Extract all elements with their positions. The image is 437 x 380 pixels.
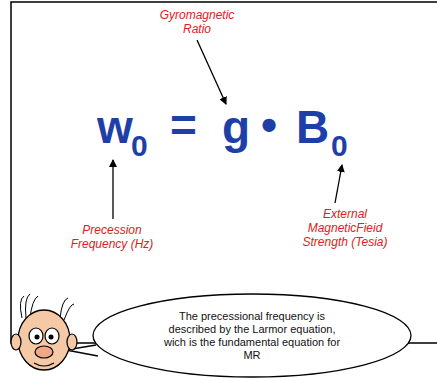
label-text: Gyromagnetic Ratio — [152, 8, 242, 36]
leader-arrow — [335, 165, 342, 203]
bubble-text: The precessional frequency is described … — [157, 310, 347, 362]
speech-bubble: The precessional frequency is described … — [92, 293, 412, 378]
equation-symbol: = — [170, 102, 197, 148]
leader-arrow — [197, 40, 226, 104]
cartoon-face — [11, 294, 77, 370]
subscript: 0 — [331, 131, 348, 161]
frame — [11, 2, 437, 343]
equation-symbol: • — [261, 102, 277, 148]
equation-symbol: B — [296, 104, 329, 150]
subscript: 0 — [131, 131, 148, 161]
label-text: External MagneticFieid Strength (Tesia) — [289, 207, 401, 249]
label-text: Precession Frequency (Hz) — [62, 223, 162, 251]
equation-symbol: g — [222, 104, 250, 150]
leader-arrow — [112, 160, 113, 219]
equation-symbol: w — [97, 104, 133, 150]
